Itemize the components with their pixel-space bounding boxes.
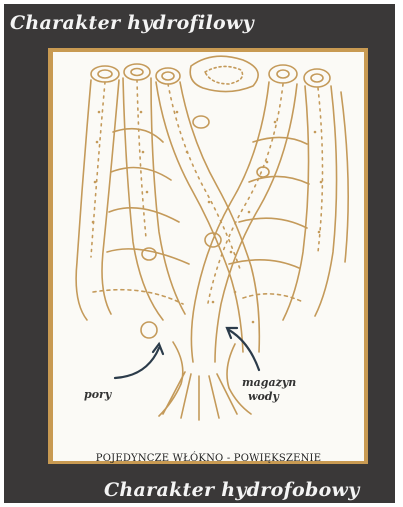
title-hydrophobic: Charakter hydrofobowy bbox=[104, 479, 360, 501]
title-hydrophilic: Charakter hydrofilowy bbox=[10, 12, 254, 34]
arrow-to-storage bbox=[229, 330, 259, 370]
label-pores: pory bbox=[84, 388, 111, 401]
label-water-storage-1: magazyn bbox=[242, 376, 296, 389]
label-water-storage-2: wody bbox=[248, 390, 279, 403]
figure-caption: POJEDYNCZE WŁÓKNO - POWIĘKSZENIE bbox=[53, 453, 364, 464]
